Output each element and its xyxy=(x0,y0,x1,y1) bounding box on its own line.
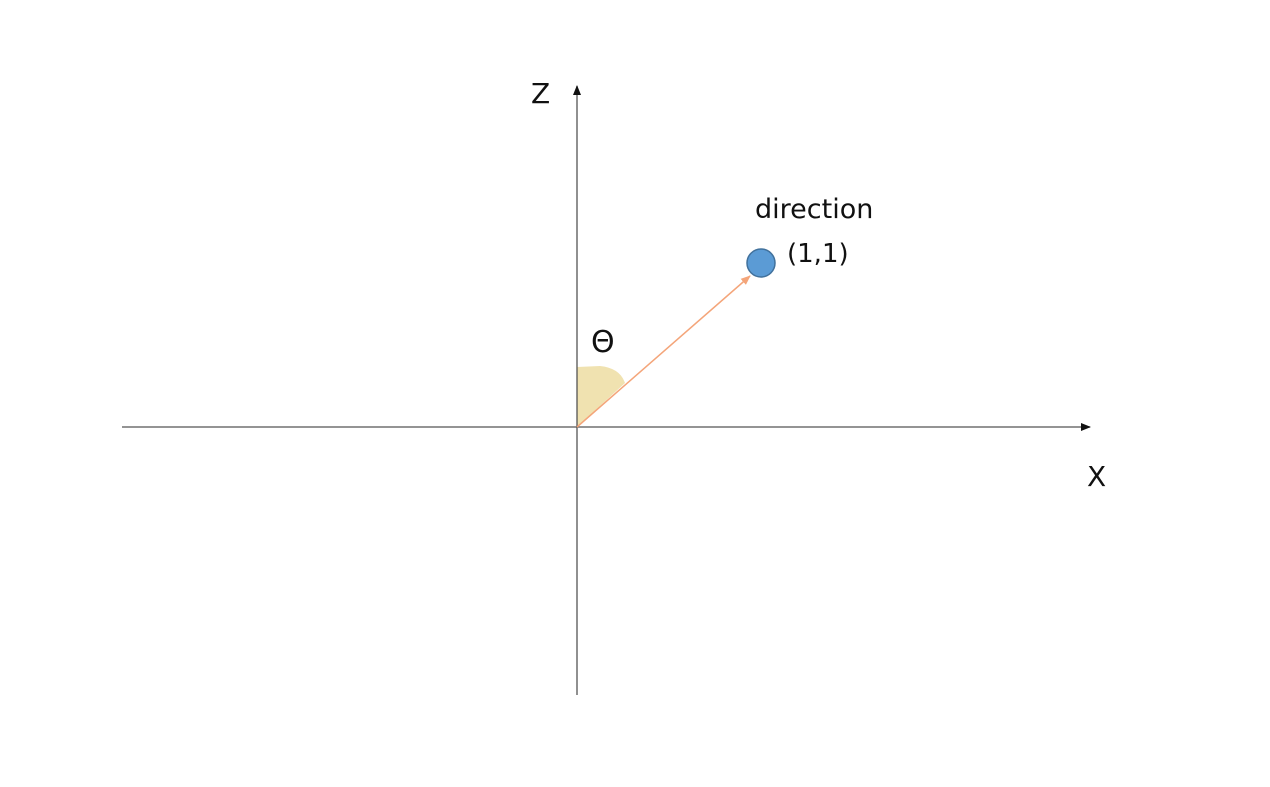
angle-sector xyxy=(577,366,625,427)
point-name-label: direction xyxy=(755,194,873,225)
point-coordinates-label: (1,1) xyxy=(787,239,849,269)
direction-vector xyxy=(576,275,751,428)
direction-point xyxy=(746,248,776,278)
x-axis-label: X xyxy=(1087,460,1106,493)
angle-label: Θ xyxy=(591,325,615,360)
z-axis-label: Z xyxy=(531,77,550,110)
